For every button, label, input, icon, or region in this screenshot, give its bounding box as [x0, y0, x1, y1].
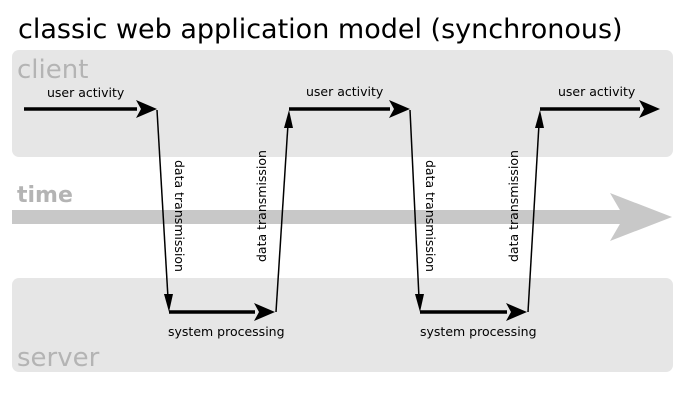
- data-transmission-up-label-2: data transmission: [506, 150, 521, 262]
- data-transmission-up-arrow-1: [275, 110, 293, 313]
- user-activity-label-2: user activity: [306, 84, 384, 99]
- system-processing-label-1: system processing: [168, 324, 285, 339]
- user-activity-arrow-1: [24, 100, 157, 118]
- client-label: client: [17, 55, 88, 85]
- system-processing-label-2: system processing: [420, 324, 537, 339]
- server-lane: [12, 278, 673, 372]
- data-transmission-down-label-1: data transmission: [172, 160, 187, 272]
- system-processing-arrow-2: [420, 303, 527, 321]
- time-arrow: [12, 193, 672, 241]
- diagram-title: classic web application model (synchrono…: [18, 14, 623, 45]
- time-label: time: [17, 183, 73, 208]
- user-activity-arrow-2: [289, 100, 410, 118]
- data-transmission-down-arrow-2: [409, 109, 424, 312]
- system-processing-arrow-1: [169, 303, 275, 321]
- user-activity-label-3: user activity: [558, 84, 636, 99]
- data-transmission-down-label-2: data transmission: [423, 160, 438, 272]
- user-activity-arrow-3: [540, 100, 660, 118]
- data-transmission-down-arrow-1: [156, 109, 173, 312]
- data-transmission-up-label-1: data transmission: [254, 150, 269, 262]
- client-lane: [12, 50, 673, 157]
- user-activity-label-1: user activity: [47, 85, 125, 100]
- data-transmission-up-arrow-2: [527, 110, 544, 313]
- server-label: server: [17, 343, 100, 373]
